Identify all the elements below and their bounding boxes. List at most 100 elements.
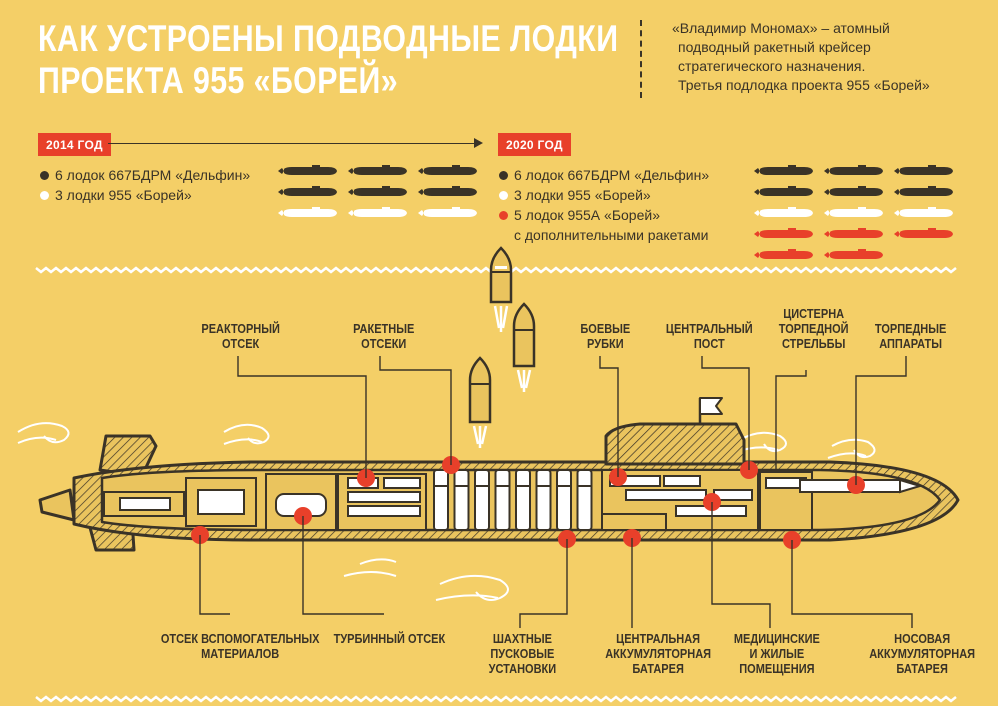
lead-line-4: Третья подлодка проекта 955 «Борей»	[678, 77, 930, 93]
label-central: ЦЕНТРАЛЬНЫЙ ПОСТ	[666, 322, 753, 352]
label-line: ШАХТНЫЕ	[492, 632, 552, 646]
submarine-icon	[894, 186, 953, 196]
lead-line-1: «Владимир Мономах» – атомный	[672, 20, 890, 36]
label-line: ЦЕНТРАЛЬНЫЙ	[665, 322, 753, 336]
legend-item: 6 лодок 667БДРМ «Дельфин»	[499, 165, 709, 185]
missile-icon	[512, 302, 536, 392]
water-swirls	[17, 422, 876, 601]
submarine-icon	[754, 165, 813, 175]
legend-text: 6 лодок 667БДРМ «Дельфин»	[55, 167, 251, 183]
label-line: И ЖИЛЫЕ	[749, 647, 805, 661]
legend-item: 3 лодки 955 «Борей»	[40, 185, 250, 205]
zigzag-divider-bottom	[35, 695, 957, 703]
legend-item: с дополнительными ракетами	[499, 225, 709, 245]
label-silos: ШАХТНЫЕ ПУСКОВЫЕ УСТАНОВКИ	[489, 632, 557, 677]
fleet-2020-legend: 6 лодок 667БДРМ «Дельфин» 3 лодки 955 «Б…	[499, 165, 709, 245]
silo-tube	[453, 469, 470, 531]
submarine-icon	[418, 165, 477, 175]
submarine-icon	[894, 228, 953, 238]
label-line: БОЕВЫЕ	[580, 322, 631, 336]
legend-text: 3 лодки 955 «Борей»	[55, 187, 192, 203]
label-medical: МЕДИЦИНСКИЕ И ЖИЛЫЕ ПОМЕЩЕНИЯ	[734, 632, 820, 677]
missile-icon	[468, 356, 492, 448]
label-line: ОТСЕКИ	[361, 337, 407, 351]
lead-line-3: стратегического назначения.	[678, 58, 866, 74]
title-line-2: ПРОЕКТА 955 «БОРЕЙ»	[38, 60, 398, 101]
fleet-2014-legend: 6 лодок 667БДРМ «Дельфин» 3 лодки 955 «Б…	[40, 165, 250, 205]
white-dot-icon	[499, 190, 508, 200]
label-tank: ЦИСТЕРНА ТОРПЕДНОЙ СТРЕЛЬБЫ	[779, 307, 849, 352]
lead-line-2: подводный ракетный крейсер	[678, 39, 871, 55]
submarine-icon	[348, 165, 407, 175]
silo-tube	[474, 469, 490, 531]
label-torpedo: ТОРПЕДНЫЕ АППАРАТЫ	[875, 322, 946, 352]
dark-dot-icon	[499, 170, 508, 180]
legend-item: 6 лодок 667БДРМ «Дельфин»	[40, 165, 250, 185]
label-line: СТРЕЛЬБЫ	[781, 337, 846, 351]
label-line: ОТСЕК ВСПОМОГАТЕЛЬНЫХ	[160, 632, 320, 646]
silo-tube	[433, 469, 449, 531]
lead-text: «Владимир Мономах» – атомный подводный р…	[672, 19, 930, 95]
label-line: ЦИСТЕРНА	[783, 307, 845, 321]
label-line: УСТАНОВКИ	[488, 662, 557, 676]
label-line: МАТЕРИАЛОВ	[201, 647, 280, 661]
submarine-icon	[348, 207, 407, 217]
label-aux: ОТСЕК ВСПОМОГАТЕЛЬНЫХ МАТЕРИАЛОВ	[161, 632, 320, 662]
submarine-icon	[278, 165, 337, 175]
label-line: НОСОВАЯ	[894, 632, 951, 646]
silo-tube	[556, 469, 572, 531]
label-line: АППАРАТЫ	[879, 337, 943, 351]
silo-tube	[515, 469, 531, 531]
label-line: ОТСЕК	[221, 337, 260, 351]
silo-tube	[576, 469, 593, 531]
white-dot-icon	[40, 190, 49, 200]
missiles-launching	[468, 246, 536, 448]
submarine-icon	[418, 207, 477, 217]
submarine-icon	[824, 228, 883, 238]
label-reactor: РЕАКТОРНЫЙ ОТСЕК	[201, 322, 280, 352]
label-line: АККУМУЛЯТОРНАЯ	[869, 647, 976, 661]
submarine-icon	[894, 207, 953, 217]
label-line: БАТАРЕЯ	[632, 662, 684, 676]
label-line: ТОРПЕДНЫЕ	[874, 322, 947, 336]
red-dot-icon	[499, 210, 508, 220]
year-2014-badge: 2014 ГОД	[38, 133, 111, 156]
missile-silos	[433, 469, 593, 531]
submarine-icon	[894, 165, 953, 175]
timeline-arrow	[108, 143, 480, 144]
legend-item: 3 лодки 955 «Борей»	[499, 185, 709, 205]
dark-dot-icon	[40, 170, 49, 180]
label-line: ЦЕНТРАЛЬНАЯ	[616, 632, 701, 646]
label-combat: БОЕВЫЕ РУБКИ	[580, 322, 630, 352]
submarine-icon	[824, 165, 883, 175]
submarine-icon	[754, 207, 813, 217]
label-turbine: ТУРБИННЫЙ ОТСЕК	[334, 632, 446, 647]
legend-text: 6 лодок 667БДРМ «Дельфин»	[514, 167, 710, 183]
year-2020-badge: 2020 ГОД	[498, 133, 571, 156]
label-line: ПОСТ	[693, 337, 725, 351]
submarine-interior	[103, 469, 924, 531]
submarine-icon	[754, 228, 813, 238]
silo-tube	[494, 469, 511, 531]
legend-text: с дополнительными ракетами	[514, 227, 709, 243]
label-missile: РАКЕТНЫЕ ОТСЕКИ	[353, 322, 414, 352]
submarine-icon	[824, 249, 883, 259]
label-line: БАТАРЕЯ	[896, 662, 948, 676]
timeline-arrowhead-icon	[474, 138, 483, 148]
submarine-icon	[754, 186, 813, 196]
label-line: ПОМЕЩЕНИЯ	[739, 662, 815, 676]
submarine-icon	[278, 186, 337, 196]
submarine-icon	[348, 186, 407, 196]
submarine-icon	[754, 249, 813, 259]
silo-tube	[535, 469, 552, 531]
leader-lines	[199, 356, 913, 628]
label-line: ПУСКОВЫЕ	[490, 647, 555, 661]
label-line: РЕАКТОРНЫЙ	[201, 322, 280, 336]
fleet-2014-icons	[278, 165, 477, 217]
label-line: МЕДИЦИНСКИЕ	[733, 632, 820, 646]
label-line: АККУМУЛЯТОРНАЯ	[605, 647, 712, 661]
fleet-2020-icons	[754, 165, 953, 259]
submarine-icon	[278, 207, 337, 217]
legend-item: 5 лодок 955А «Борей»	[499, 205, 709, 225]
